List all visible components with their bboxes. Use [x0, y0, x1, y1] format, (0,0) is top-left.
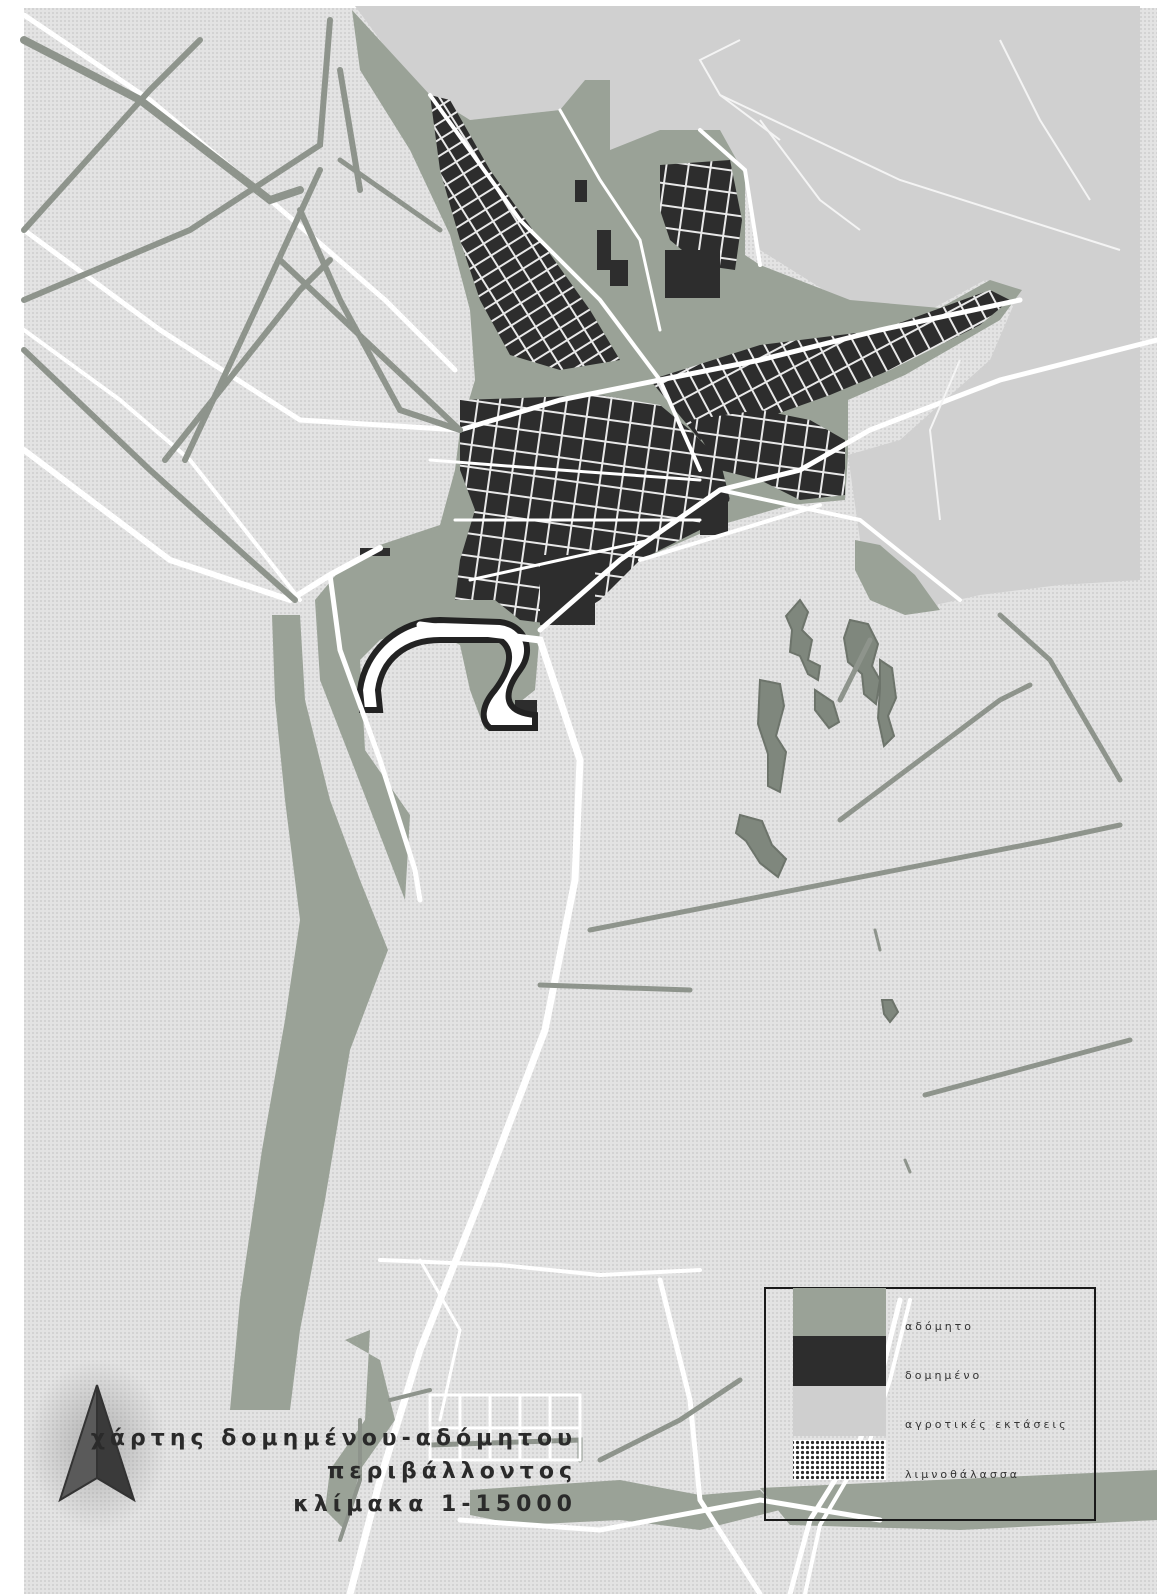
map-title-line2: περιβάλλοντος — [327, 1459, 577, 1484]
bottom-settlement — [428, 1393, 582, 1462]
legend-label-agricultural: αγροτικές εκτάσεις — [905, 1418, 1069, 1431]
canal-network — [20, 17, 1133, 1542]
lagoon-islets — [734, 598, 900, 1024]
map-title-line1: χάρτης δομημένου-αδόμητου — [90, 1426, 577, 1451]
levee-strip — [230, 615, 388, 1410]
legend-frame — [764, 1287, 1096, 1521]
north-arrow-icon — [27, 1360, 167, 1530]
map-scale: κλίμακα 1-15000 — [293, 1492, 577, 1517]
harbour-basin — [356, 616, 538, 731]
legend-swatch-lagoon — [793, 1440, 886, 1480]
legend-label-built: δομημένο — [905, 1369, 983, 1382]
legend-swatch-agricultural — [793, 1386, 886, 1436]
legend-swatch-built — [793, 1336, 886, 1386]
legend-label-unbuilt: αδόμητο — [905, 1320, 975, 1333]
legend — [764, 1287, 1096, 1521]
legend-label-lagoon: λιμνοθάλασσα — [905, 1468, 1021, 1481]
legend-swatch-unbuilt — [793, 1288, 886, 1336]
agricultural-area — [355, 6, 1140, 605]
